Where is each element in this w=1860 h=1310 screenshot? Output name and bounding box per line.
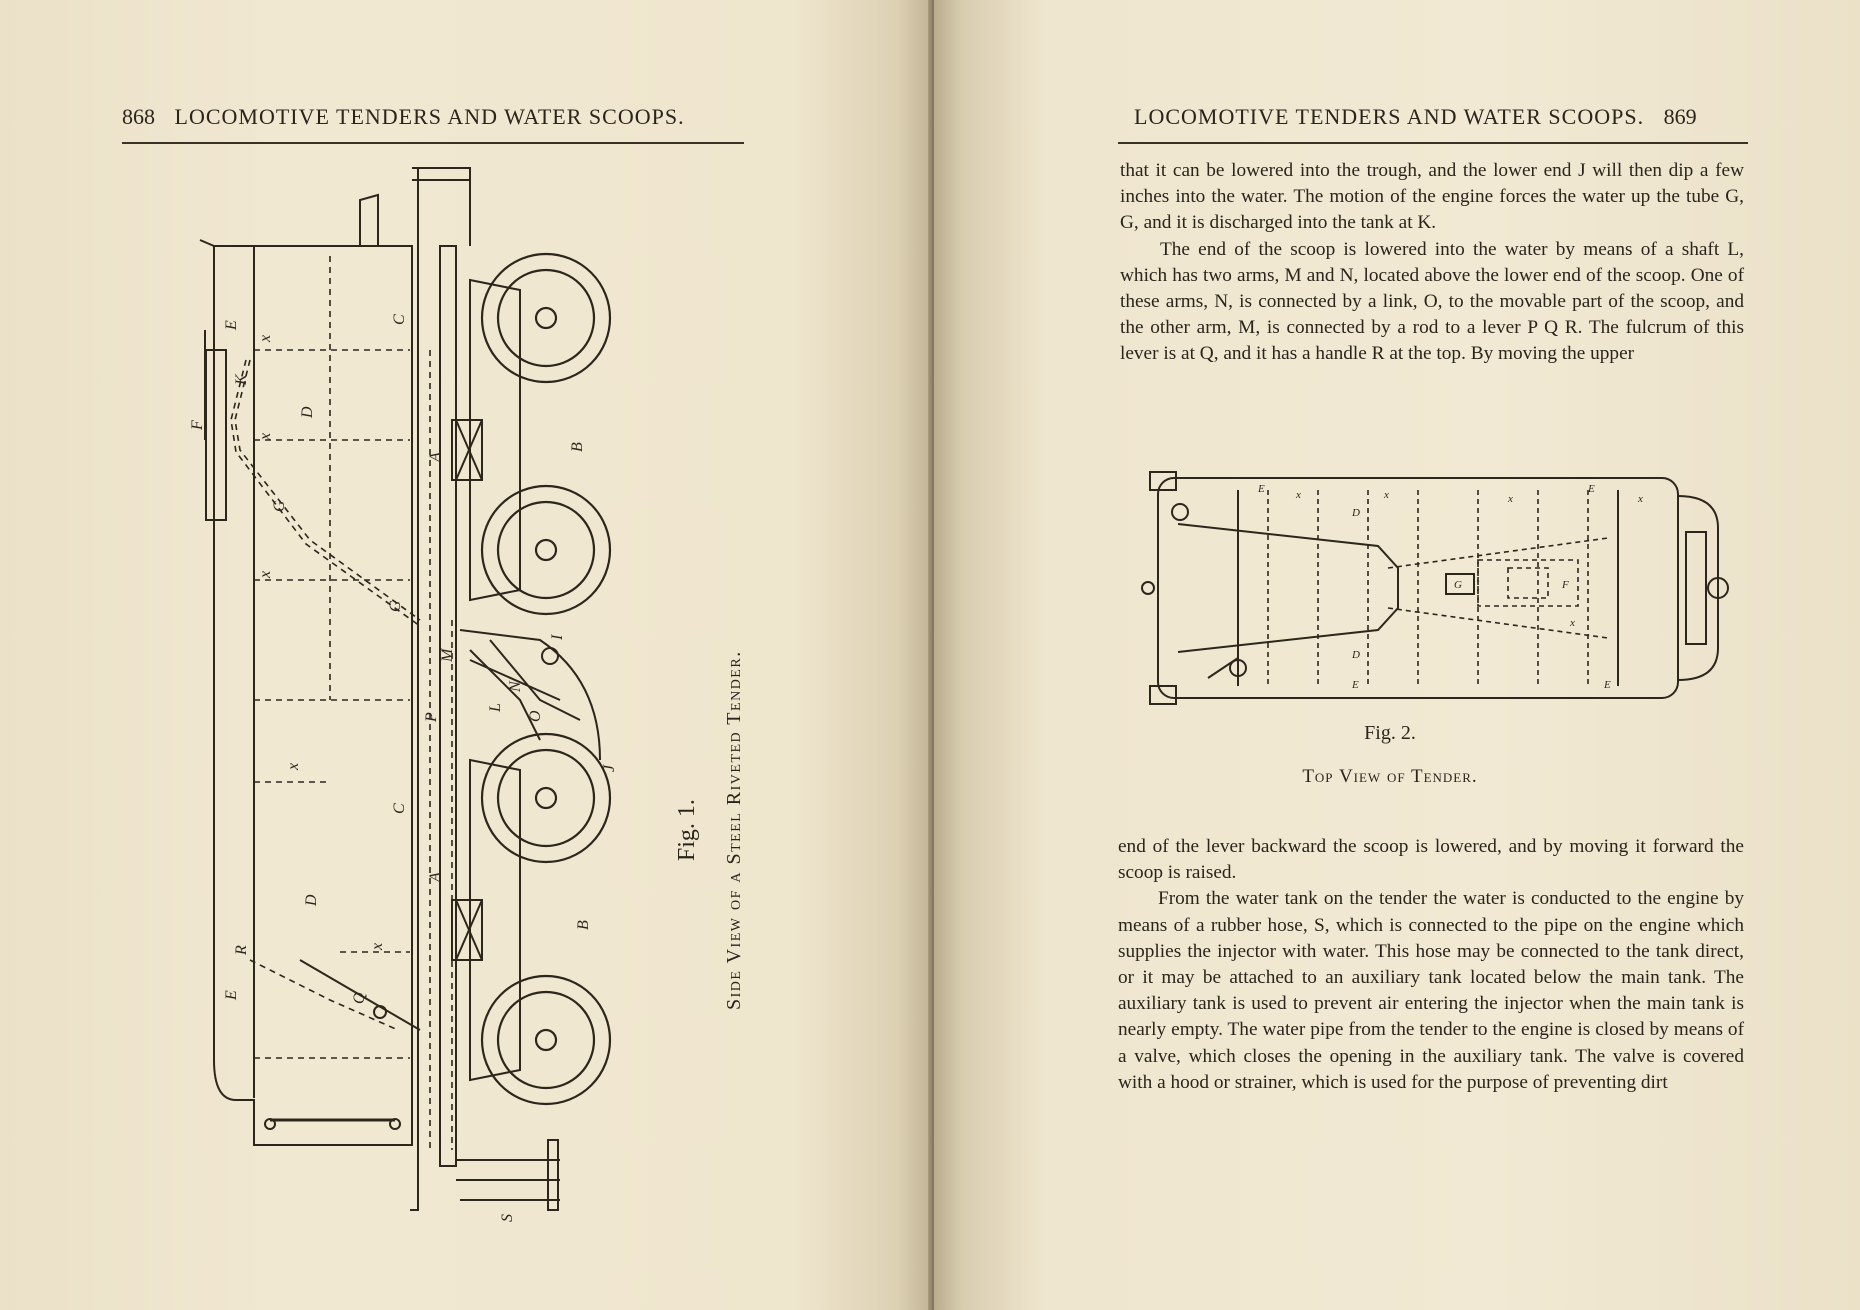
fig2-title: Top View of Tender. [1302,766,1478,787]
fig1-label-O: O [527,710,544,722]
right-text-block-top: that it can be lowered into the trough, … [1120,158,1744,368]
fig1-label-D2: D [303,894,320,907]
fig2-label-F: F [1561,579,1569,591]
fig2-label-G: G [1454,579,1462,591]
fig1-label-x3: x [257,571,274,579]
fig1-label-C2: C [391,803,408,814]
fig1-side-view-drawing [199,167,612,1211]
left-page-number: 868 [122,104,155,129]
fig1-label-G2: G [387,600,404,612]
fig2-label-D1: D [1351,507,1360,519]
fig2-label-E3: E [1351,679,1359,691]
fig1-label-N: N [507,680,524,693]
fig1-label-x5: x [369,943,386,951]
fig2-label-E1: E [1257,483,1265,495]
fig1-label-B2: B [575,920,592,930]
left-page: 868 LOCOMOTIVE TENDERS AND WATER SCOOPS. [0,0,934,1310]
paragraph-2: The end of the scoop is lowered into the… [1120,238,1744,365]
right-text-block-bottom: end of the lever backward the scoop is l… [1118,834,1744,1096]
fig1-label-L: L [487,703,504,713]
fig2-label-E2: E [1587,483,1595,495]
fig2-number: Fig. 2. [1364,722,1416,744]
right-running-title: LOCOMOTIVE TENDERS AND WATER SCOOPS. [1134,104,1645,129]
fig2-label-x3: x [1507,493,1513,505]
fig1-label-E1: E [223,320,240,331]
fig2-label-E4: E [1603,679,1611,691]
fig1-label-K: K [233,373,250,386]
fig1-label-x4: x [285,763,302,771]
fig2-label-x1: x [1295,489,1301,501]
fig1-label-C1: C [391,314,408,325]
fig2-label-x5: x [1569,617,1575,629]
fig1-label-A2: A [427,872,444,883]
fig1-label-S: S [499,1214,516,1222]
fig1-label-F: F [189,420,206,431]
fig1-label-J: J [601,764,618,772]
fig1-number: Fig. 1. [674,799,700,862]
paragraph-3: end of the lever backward the scoop is l… [1118,836,1744,884]
fig1-label-Q: Q [351,992,368,1004]
fig1-label-P: P [423,712,440,723]
fig1-caption: Fig. 1. Side View of a Steel Riveted Ten… [674,650,746,1010]
fig1-title: Side View of a Steel Riveted Tender. [723,650,745,1010]
fig1-label-E2: E [223,990,240,1001]
fig2-top-view-drawing: E x D x x E x G F x D E E [1141,471,1729,705]
fig1-label-x2: x [257,433,274,441]
paragraph-4: From the water tank on the tender the wa… [1118,888,1744,1093]
fig1-label-x1: x [257,335,274,343]
fig1-label-A1: A [427,452,444,463]
fig1-label-D1: D [299,406,316,419]
fig1-label-M: M [439,647,456,663]
right-header-rule [1118,142,1748,144]
right-page-number: 869 [1663,104,1697,129]
fig1-label-G1: G [271,500,288,512]
fig1-label-R: R [233,945,250,956]
left-header-rule [122,142,744,144]
fig2-label-D2: D [1351,649,1360,661]
fig1-label-I: I [549,634,566,641]
right-page [934,0,1860,1310]
fig2-label-x2: x [1383,489,1389,501]
left-page-header: 868 LOCOMOTIVE TENDERS AND WATER SCOOPS. [122,104,685,130]
left-running-title: LOCOMOTIVE TENDERS AND WATER SCOOPS. [174,104,685,129]
right-page-header: LOCOMOTIVE TENDERS AND WATER SCOOPS. 869 [1134,104,1697,130]
paragraph-1: that it can be lowered into the trough, … [1120,160,1744,234]
fig2-label-x4: x [1637,493,1643,505]
fig1-label-B1: B [569,442,586,452]
